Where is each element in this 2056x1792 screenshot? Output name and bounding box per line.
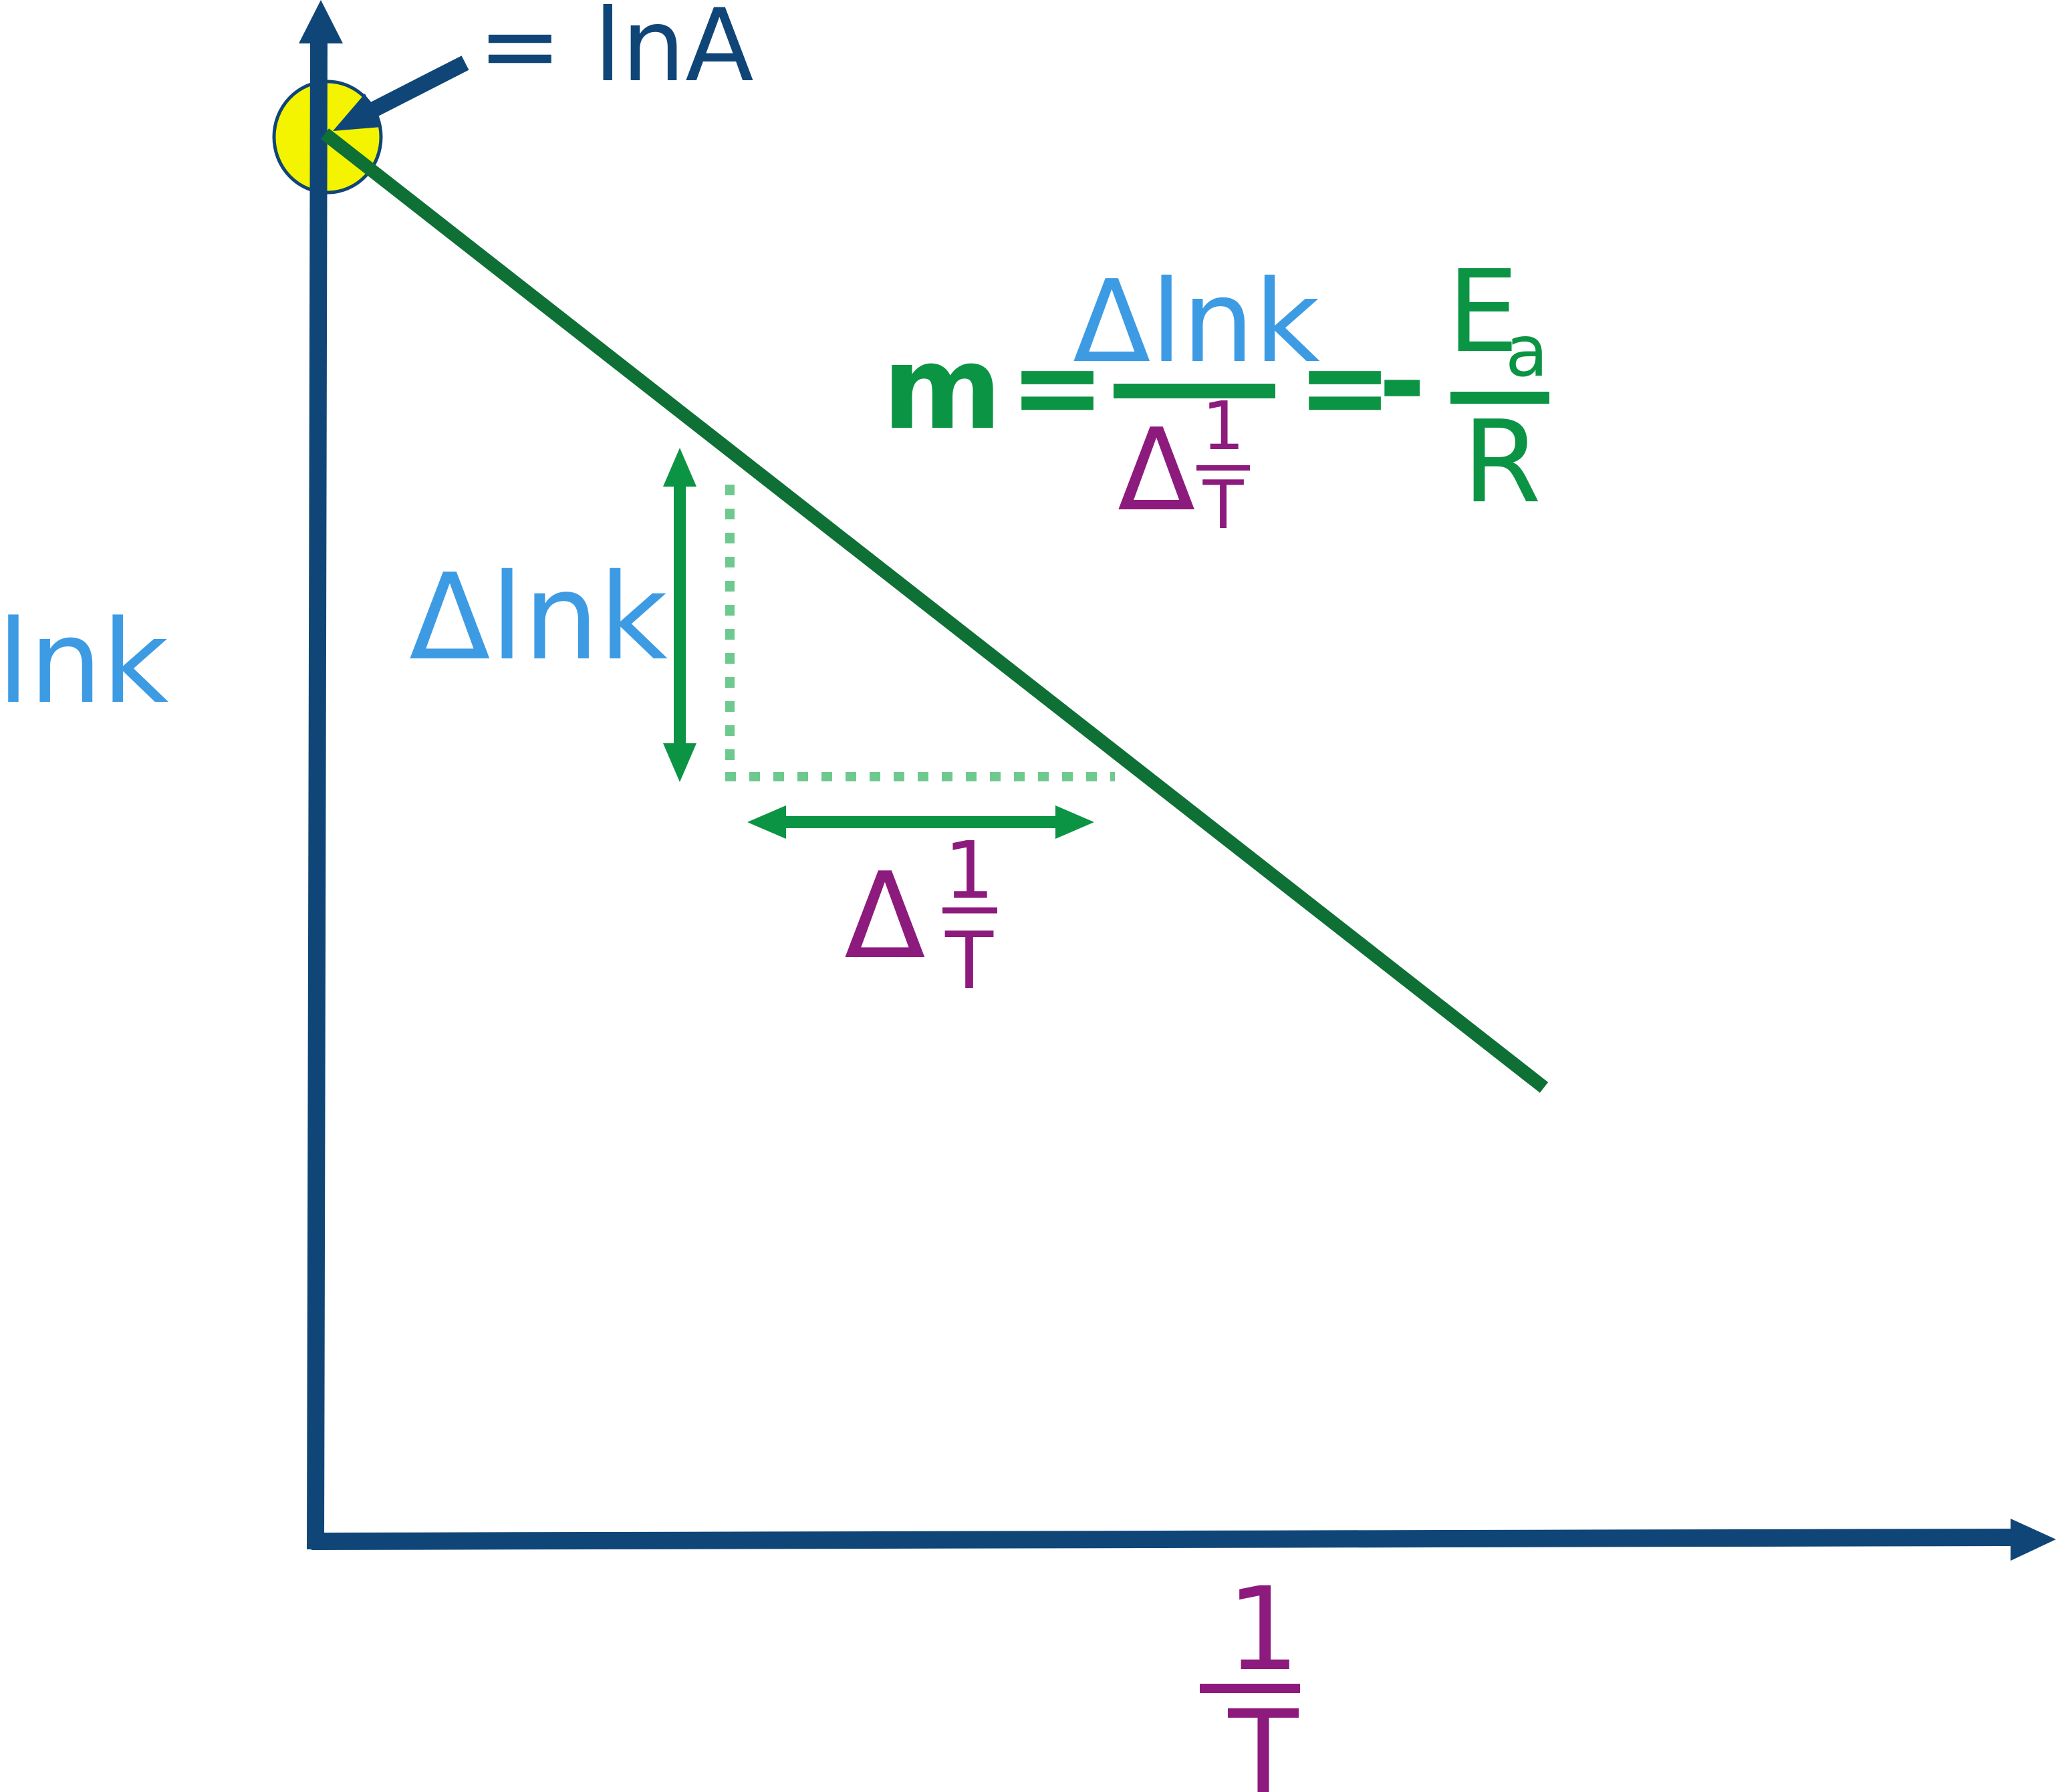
formula-denominator-delta: Δ: [1118, 404, 1195, 537]
formula-gas-constant: R: [1462, 396, 1541, 529]
formula-denominator-numerator: 1: [1202, 387, 1245, 465]
delta-x-label-delta: Δ: [844, 847, 926, 985]
formula-activation-energy-subscript: a: [1505, 311, 1548, 392]
delta-y-arrow-up-icon: [663, 448, 696, 487]
x-axis-label-denominator: T: [1227, 1685, 1299, 1792]
intercept-label: = lnA: [478, 0, 754, 104]
formula-denominator-denominator: T: [1202, 466, 1244, 544]
y-axis: [307, 39, 328, 1550]
x-axis: [311, 1529, 2016, 1550]
formula-minus: -: [1378, 314, 1426, 449]
delta-x-label-denominator: T: [944, 914, 994, 1007]
y-axis-arrowhead-icon: [299, 0, 343, 43]
delta-x-arrow-left-icon: [747, 805, 786, 839]
trend-line: [320, 128, 1549, 1093]
formula-equals-1: =: [1009, 319, 1106, 454]
delta-y-arrow-down-icon: [663, 743, 696, 782]
intercept-pointer-arrowhead-icon: [333, 94, 381, 131]
formula-activation-energy: E: [1447, 246, 1519, 378]
delta-x-arrow-right-icon: [1055, 805, 1094, 839]
formula-slope-symbol: m: [882, 321, 1002, 455]
formula-numerator: Δlnk: [1073, 256, 1320, 388]
x-axis-label-numerator: 1: [1227, 1562, 1299, 1696]
intercept-pointer-line: [367, 55, 469, 118]
y-axis-label: lnk: [0, 595, 169, 729]
delta-y-label: Δlnk: [409, 548, 668, 686]
delta-x-label-numerator: 1: [944, 824, 994, 916]
formula-equals-2: =: [1297, 319, 1393, 454]
x-axis-arrowhead-icon: [2011, 1519, 2056, 1561]
